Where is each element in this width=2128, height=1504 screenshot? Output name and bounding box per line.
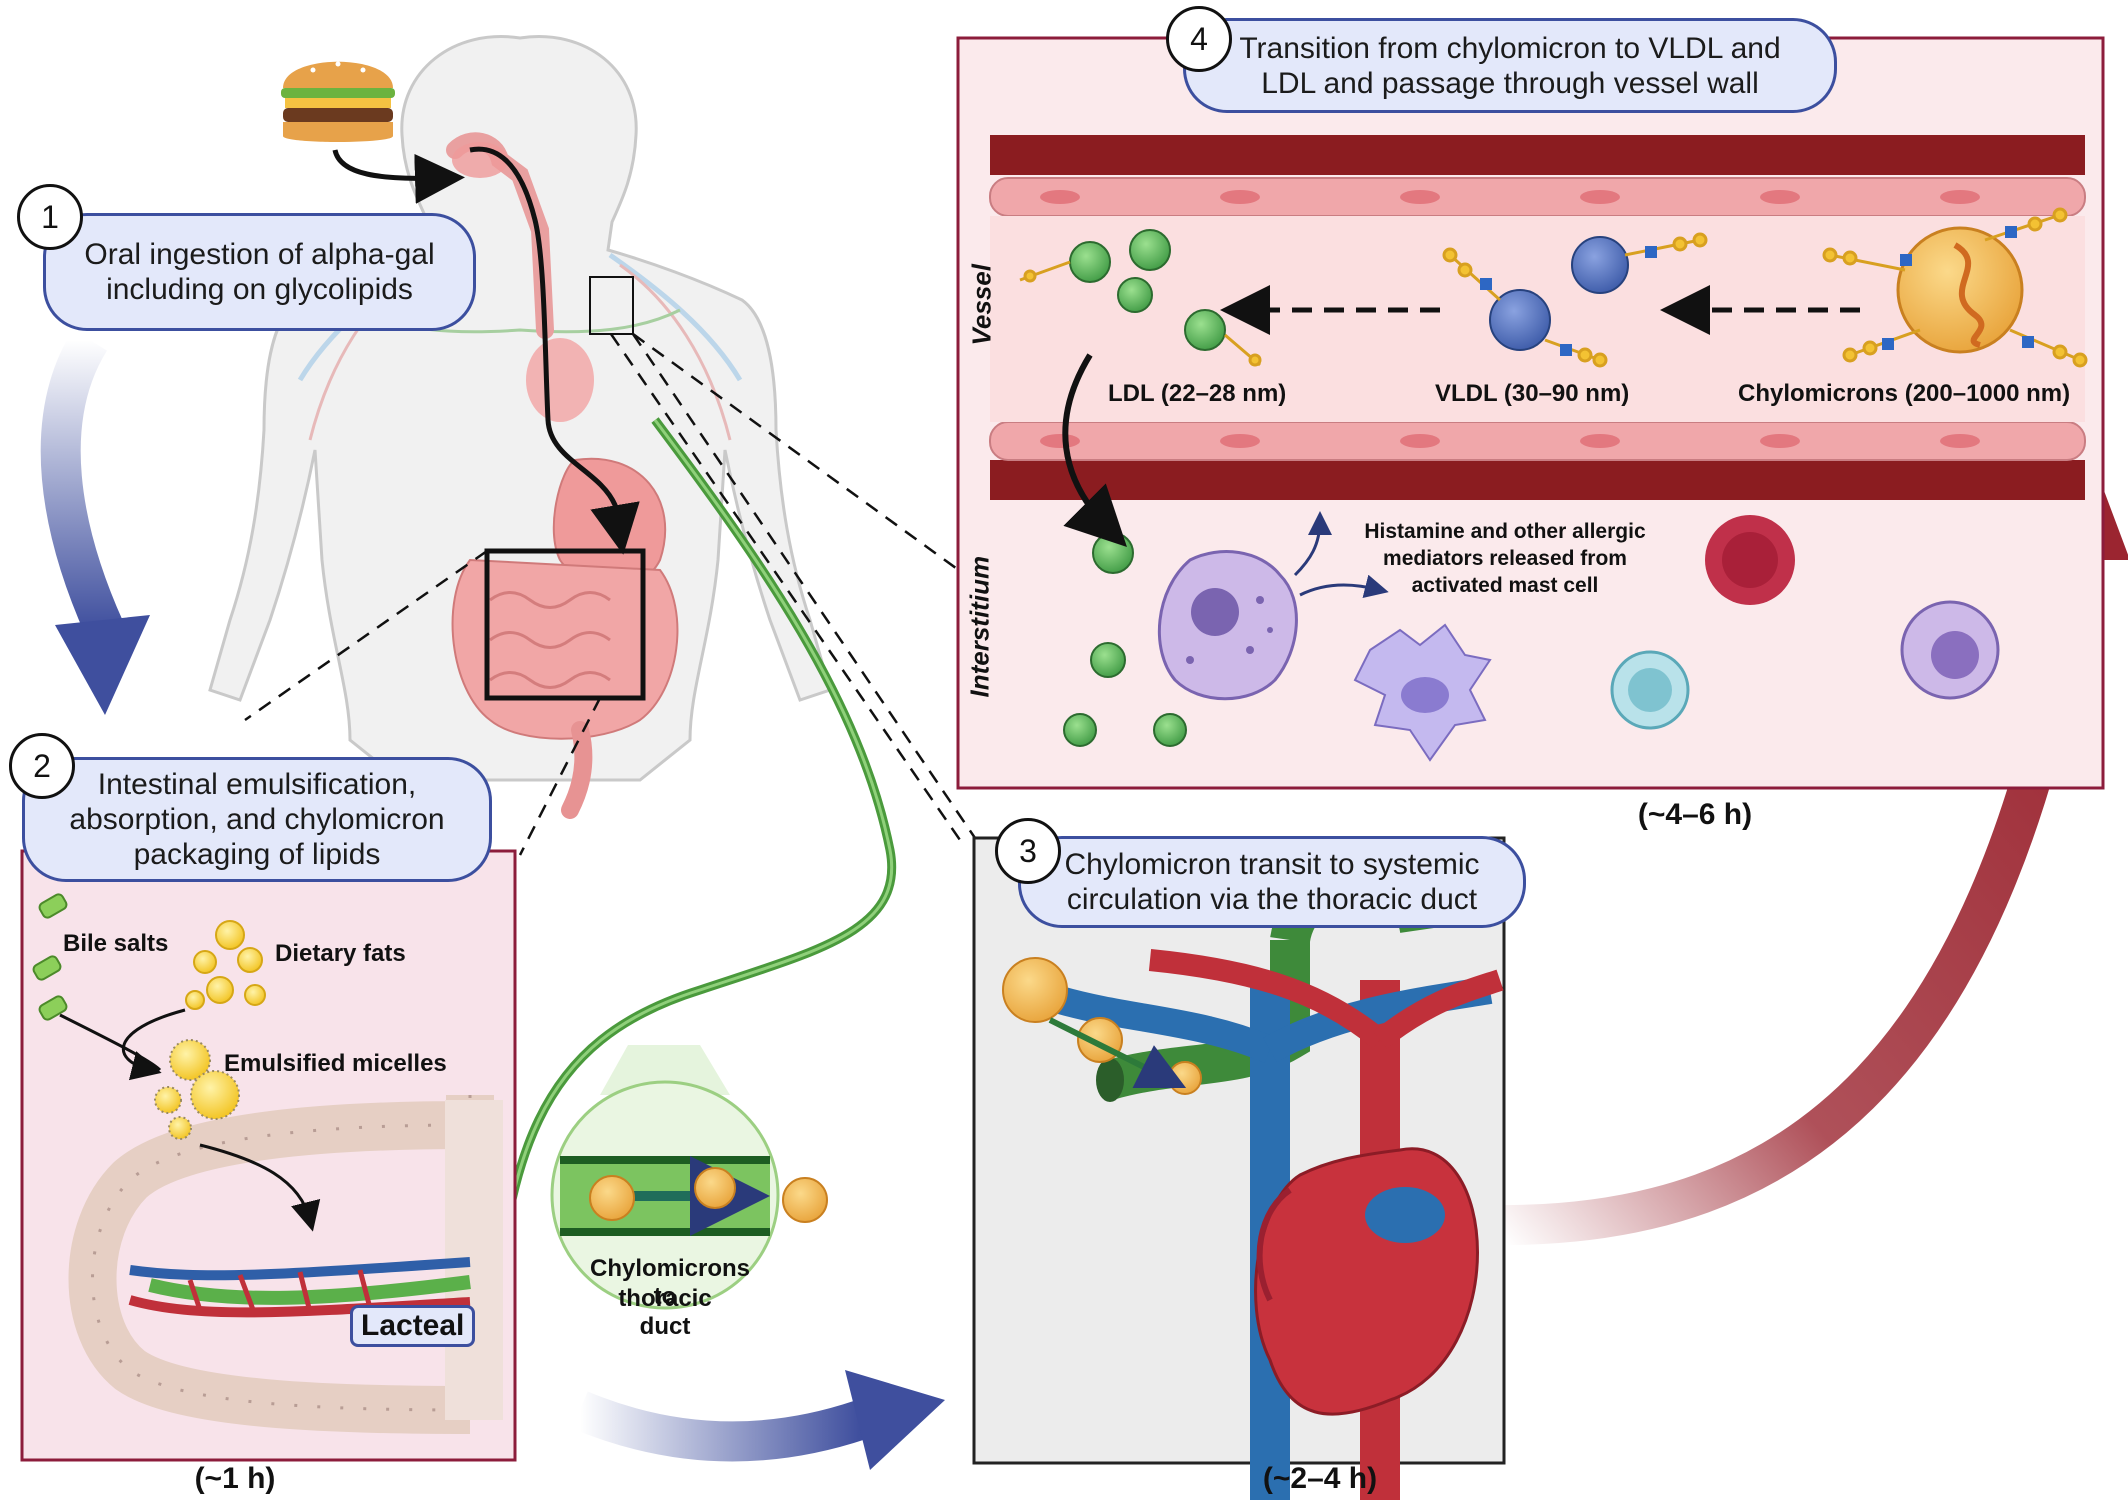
dietary-fat-icon: [185, 920, 266, 1010]
mediators-line3: activated mast cell: [1411, 574, 1599, 597]
step-2-number: 2: [9, 733, 75, 799]
flow-arrow-2-3: [572, 1391, 867, 1462]
mediators-line1: Histamine and other allergic: [1364, 520, 1646, 543]
interstitium-label: Interstitium: [964, 555, 995, 698]
step-4-line1: Transition from chylomicron to VLDL and: [1239, 31, 1781, 65]
vessel-wall-bottom: [990, 460, 2085, 500]
step-1-number: 1: [17, 184, 83, 250]
vldl-particle: [1489, 236, 1629, 351]
ldl-label: LDL (22–28 nm): [1108, 380, 1287, 407]
mast-cell-icon: [1157, 550, 1298, 701]
step-3-number: 3: [995, 818, 1061, 884]
mediators-line2: mediators released from: [1383, 547, 1627, 570]
ingestion-arrow: [332, 149, 465, 204]
step-2-line2: absorption, and chylomicron: [69, 803, 445, 836]
vessel-passage-arrow: [1062, 353, 1127, 547]
step-4-number: 4: [1166, 6, 1232, 72]
step-4-line2: LDL and passage through vessel wall: [1261, 66, 1759, 100]
mediators-label: Histamine and other allergic mediators r…: [1340, 518, 1670, 599]
basophil-icon: [1900, 600, 2000, 700]
panel-4-time: (~4–6 h): [1637, 798, 1753, 831]
vessel-label: Vessel: [966, 264, 997, 346]
step-4-box: Transition from chylomicron to VLDL and …: [1183, 18, 1837, 113]
emulsified-micelles-label: Emulsified micelles: [224, 1050, 447, 1077]
dendritic-cell-icon: [1353, 623, 1492, 762]
micelle-icon: [154, 1039, 240, 1140]
zoom-lines: [244, 332, 1001, 856]
vessel-wall-top: [990, 135, 2085, 175]
lacteal-label: Lacteal: [350, 1305, 476, 1347]
step-2-line3: packaging of lipids: [133, 838, 381, 871]
burger-icon: [281, 61, 395, 142]
lymphocyte-icon: [1610, 650, 1690, 730]
step-1-box: Oral ingestion of alpha-gal including on…: [43, 213, 476, 331]
bile-salts-label: Bile salts: [63, 930, 169, 957]
step-2-box: Intestinal emulsification, absorption, a…: [22, 757, 492, 882]
step-3-line2: circulation via the thoracic duct: [1066, 883, 1478, 916]
step-2-line1: Intestinal emulsification,: [97, 768, 417, 801]
intestine-zoom-box: [484, 548, 646, 701]
step-1-line2: including on glycolipids: [106, 273, 413, 306]
inset-label-line2: thoracic duct: [618, 1285, 712, 1340]
panel-3-time: (~2–4 h): [1262, 1462, 1378, 1495]
red-blood-cell-icon: [1705, 515, 1795, 605]
step-3-box: Chylomicron transit to systemic circulat…: [1018, 836, 1526, 928]
human-body-icon: [208, 35, 832, 819]
inset-label-line1: Chylomicrons to: [590, 1255, 751, 1310]
step-3-line1: Chylomicron transit to systemic: [1064, 848, 1480, 881]
dietary-fats-label: Dietary fats: [275, 940, 406, 967]
vldl-label: VLDL (30–90 nm): [1435, 380, 1630, 407]
step-1-line1: Oral ingestion of alpha-gal: [84, 238, 435, 271]
chylomicrons-label: Chylomicrons (200–1000 nm): [1738, 380, 2071, 407]
bile-salt-icon: [32, 893, 68, 1021]
heart-icon: [1056, 862, 1504, 1500]
panel-2-time: (~1 h): [194, 1462, 276, 1495]
flow-arrow-1-2: [40, 329, 124, 639]
